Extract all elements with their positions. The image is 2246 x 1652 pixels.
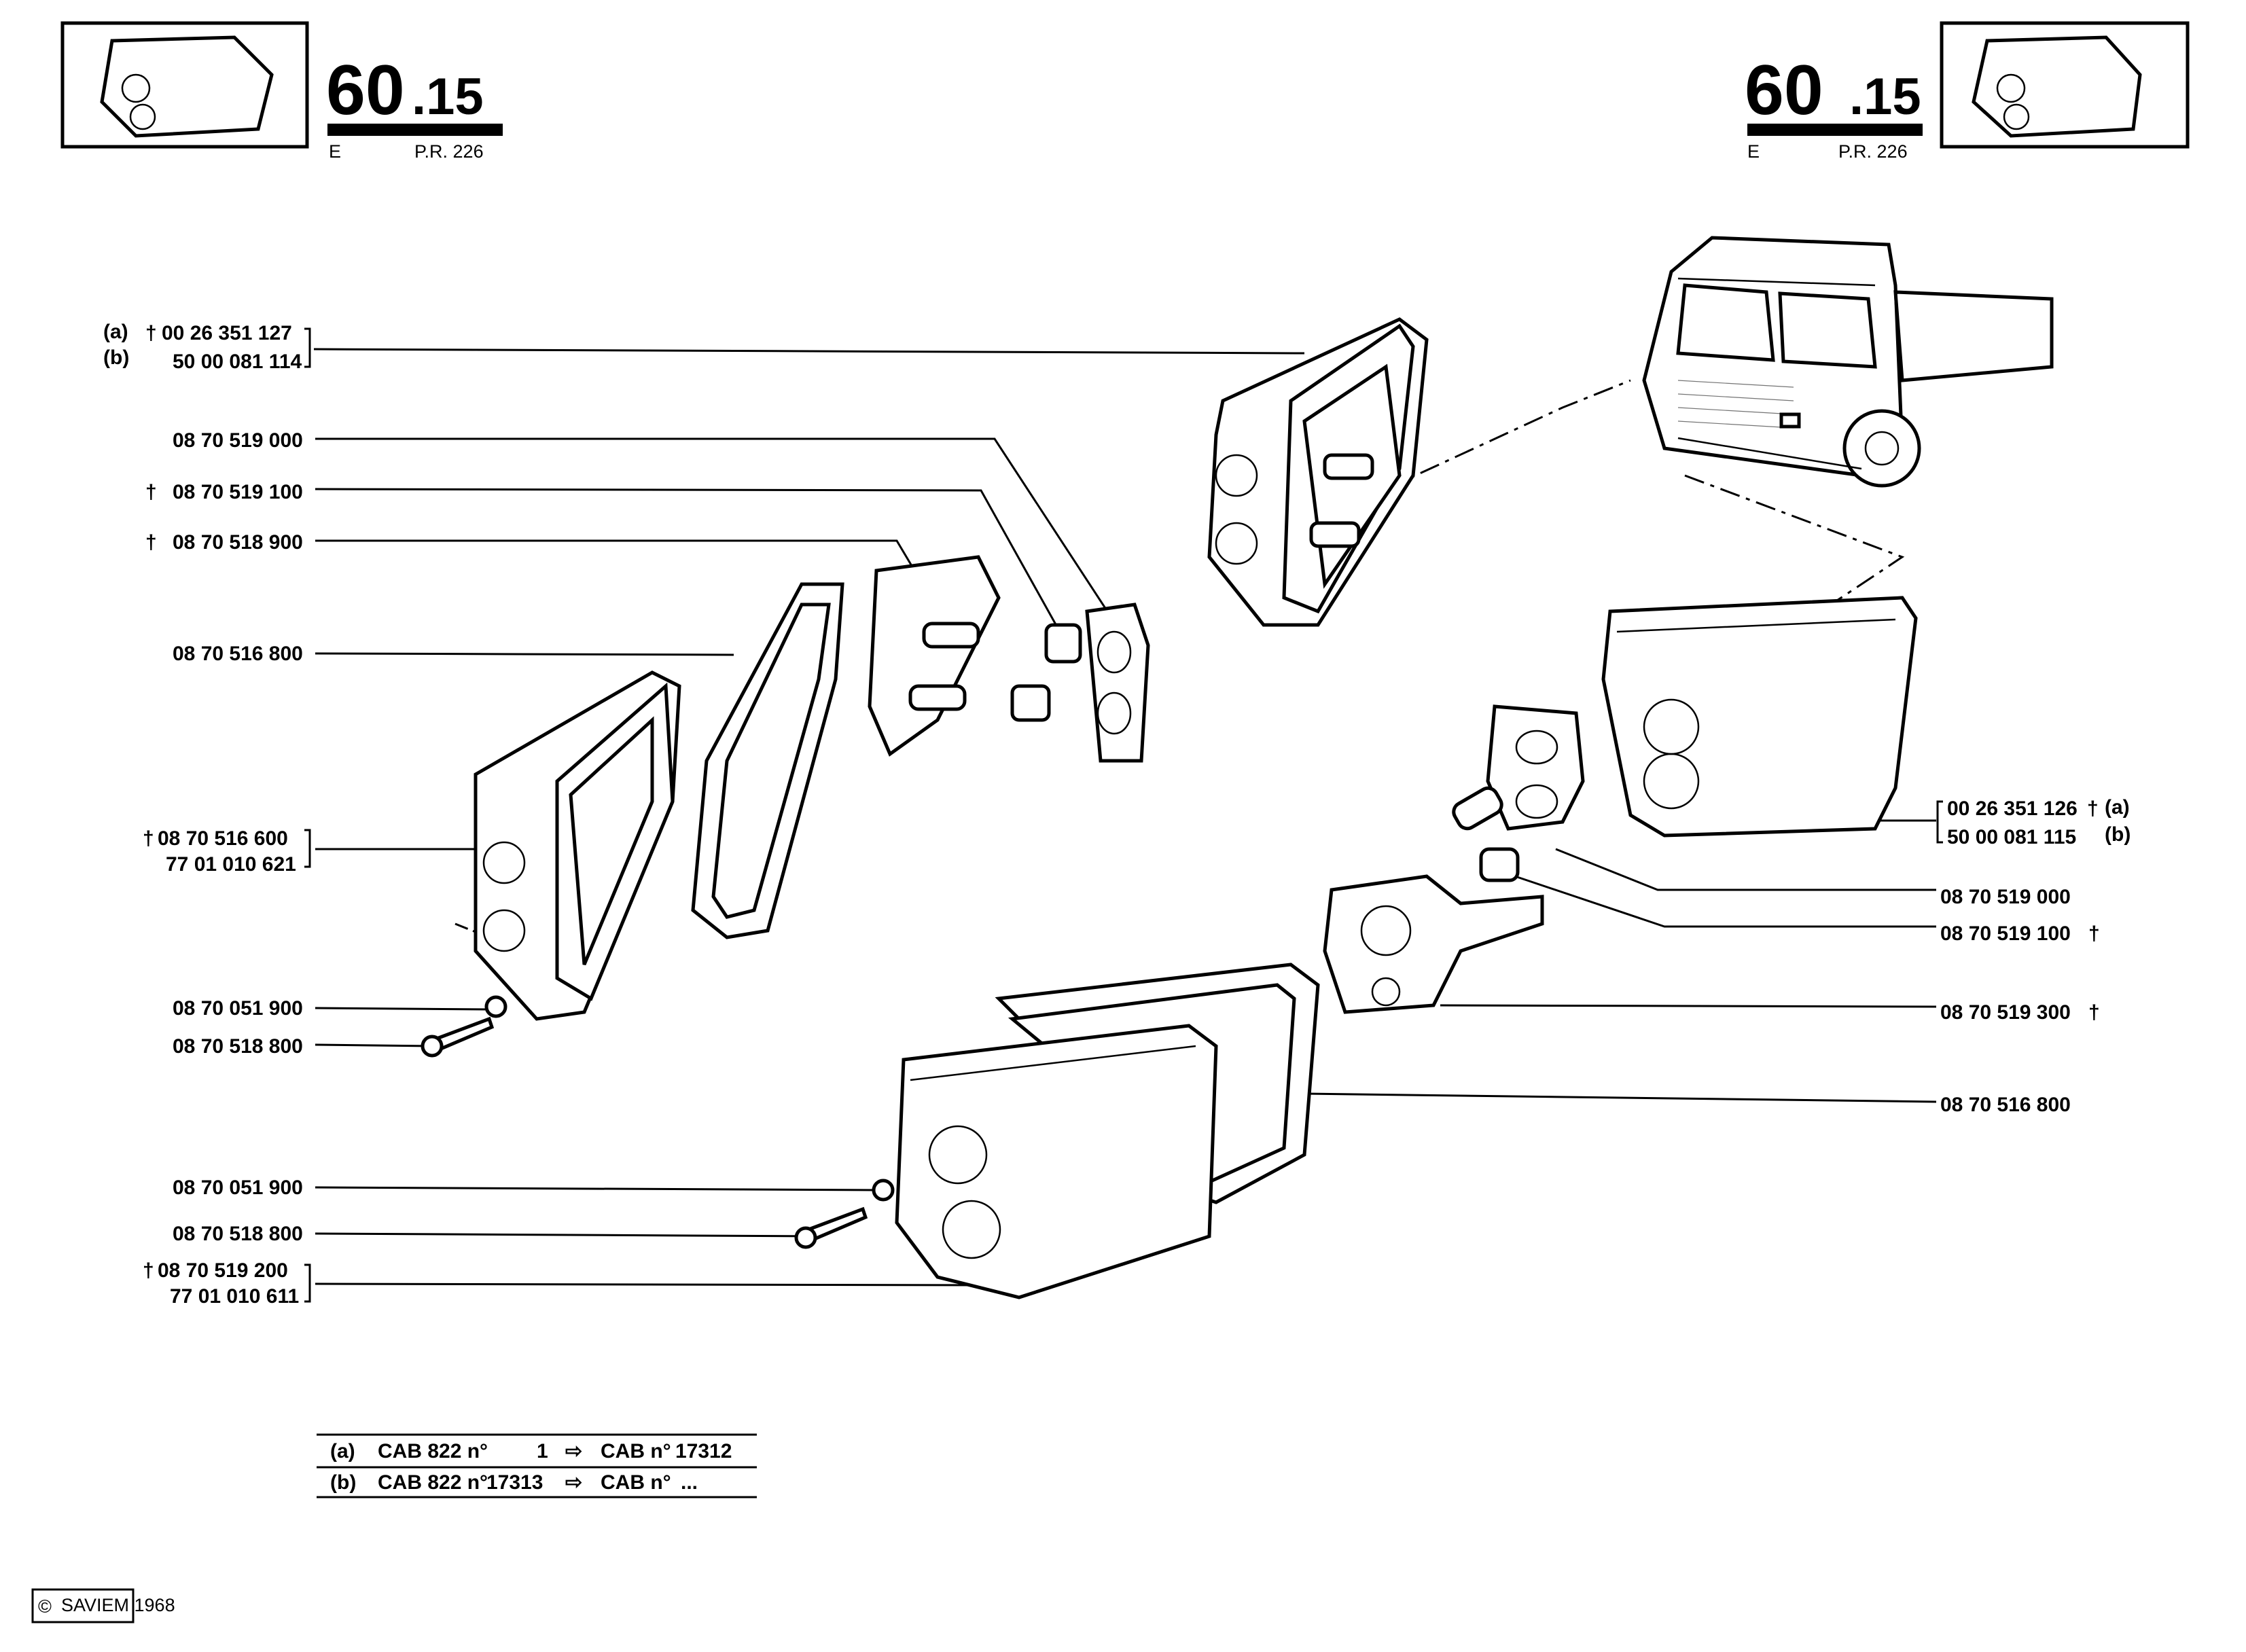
- edition-right: E: [1747, 141, 1760, 162]
- part-ref: 77 01 010 611: [170, 1285, 299, 1308]
- dagger: †: [2088, 1001, 2100, 1024]
- part-ref: 77 01 010 621: [166, 853, 296, 876]
- lamp-exploded-right: [1323, 704, 1585, 1014]
- from-num: 17313: [486, 1471, 543, 1494]
- section-sub-right: .15: [1849, 68, 1921, 126]
- screw-washer-left: [421, 995, 507, 1058]
- copyright-icon: ©: [38, 1596, 52, 1617]
- header-right: 60 .15 E P.R. 226: [1745, 21, 2190, 162]
- grille: [1677, 380, 1794, 429]
- lamp-thumbnail-icon: [100, 35, 274, 138]
- section-number-right: 60: [1745, 51, 1823, 130]
- part-ref: 08 70 051 900: [173, 997, 303, 1020]
- applicability-table: (a) CAB 822 n° 1 ⇨ CAB n° 17312 (b) CAB …: [317, 1433, 757, 1498]
- arrow-icon: ⇨: [565, 1471, 582, 1494]
- part-ref: 08 70 519 000: [1940, 886, 2071, 908]
- section-sub-left: .15: [412, 68, 484, 126]
- mark-a: (a): [330, 1440, 355, 1462]
- dagger: †: [145, 322, 157, 344]
- arrow-icon: ⇨: [565, 1440, 582, 1462]
- lamp-rear-view-upper: [1207, 317, 1429, 627]
- part-ref: 08 70 518 900: [173, 531, 303, 554]
- lamp-exploded-left: [868, 555, 1150, 763]
- mark-b: (b): [330, 1471, 356, 1494]
- part-ref: 00 26 351 126: [1947, 797, 2078, 820]
- copyright-box: © SAVIEM 1968: [31, 1588, 175, 1623]
- part-ref: 00 26 351 127: [162, 322, 292, 344]
- dagger: †: [143, 827, 154, 850]
- part-ref: 08 70 516 800: [1940, 1094, 2071, 1116]
- mark-b-left: (b): [103, 346, 129, 369]
- ref-right: P.R. 226: [1838, 141, 1908, 162]
- labels-left: (a) † 00 26 351 127 (b) 50 00 081 114 08…: [103, 321, 311, 1308]
- dagger: †: [145, 531, 157, 554]
- labels-right: 00 26 351 126 † (a) 50 00 081 115 (b) 08…: [1936, 796, 2131, 1116]
- mark-a-left: (a): [103, 321, 128, 343]
- section-bar-right: [1747, 124, 1923, 136]
- from-label: CAB 822 n°: [378, 1440, 488, 1462]
- section-number-left: 60: [326, 51, 405, 130]
- from-label: CAB 822 n°: [378, 1471, 488, 1494]
- lamp-housing-lower: [895, 1024, 1218, 1299]
- table-row: (a) CAB 822 n° 1 ⇨ CAB n° 17312: [330, 1440, 732, 1462]
- section-bar-left: [327, 124, 503, 136]
- part-ref: 08 70 519 100: [1940, 922, 2071, 945]
- lamp-housing-left: [474, 670, 681, 1021]
- screw-washer-lower: [794, 1179, 895, 1249]
- ref-left: P.R. 226: [414, 141, 484, 162]
- to-num: ...: [681, 1471, 698, 1494]
- lamp-front-view-upper: [1601, 596, 1918, 838]
- table-row: (b) CAB 822 n° 17313 ⇨ CAB n° ...: [330, 1471, 698, 1494]
- part-ref: 08 70 516 800: [173, 643, 303, 665]
- part-ref: 08 70 519 100: [173, 481, 303, 503]
- truck-illustration: [1642, 236, 2054, 488]
- from-num: 1: [537, 1440, 548, 1462]
- part-ref: 08 70 519 300: [1940, 1001, 2071, 1024]
- part-ref: 08 70 519 000: [173, 429, 303, 452]
- mark-b-right: (b): [2105, 823, 2131, 846]
- dagger: †: [2087, 797, 2099, 820]
- part-ref: 08 70 518 800: [173, 1223, 303, 1245]
- header-left: 60 .15 E P.R. 226: [60, 21, 503, 162]
- mark-a-right: (a): [2105, 796, 2130, 819]
- lamp-thumbnail-icon: [1972, 35, 2142, 138]
- part-ref: 50 00 081 115: [1947, 826, 2076, 848]
- dagger: †: [145, 481, 157, 503]
- to-label: CAB n°: [601, 1471, 671, 1494]
- copyright-text: SAVIEM 1968: [61, 1595, 175, 1615]
- edition-left: E: [329, 141, 341, 162]
- part-ref: 08 70 051 900: [173, 1177, 303, 1199]
- part-ref: 50 00 081 114: [173, 351, 302, 373]
- to-label: CAB n°: [601, 1440, 671, 1462]
- to-num: 17312: [675, 1440, 732, 1462]
- dagger: †: [143, 1259, 154, 1282]
- part-ref: 08 70 518 800: [173, 1035, 303, 1058]
- dagger: †: [2088, 922, 2100, 945]
- leader-lines: [313, 348, 1937, 1287]
- part-ref: 08 70 519 200: [158, 1259, 288, 1282]
- part-ref: 08 70 516 600: [158, 827, 288, 850]
- gasket-left: [691, 582, 844, 939]
